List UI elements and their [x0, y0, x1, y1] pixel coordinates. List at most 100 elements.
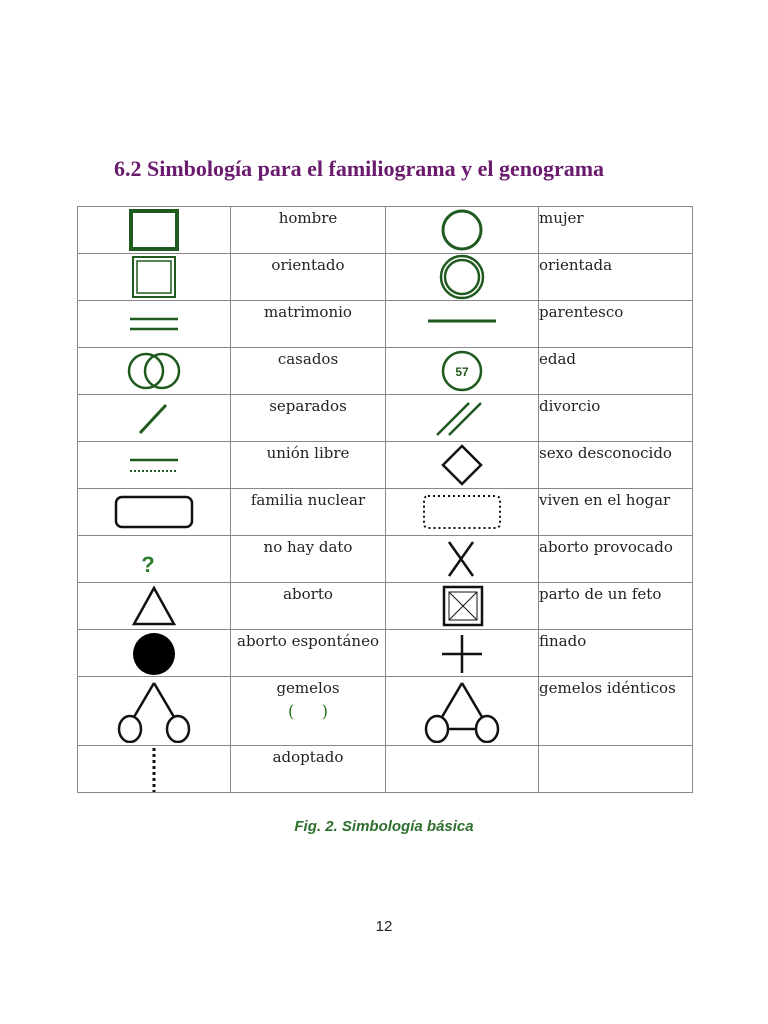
symbol-cell	[77, 745, 231, 793]
symbol-label: no hay dato	[230, 535, 386, 583]
symbol-cell	[77, 300, 231, 348]
figure-caption: Fig. 2. Simbología básica	[294, 818, 474, 835]
age-circle-icon: 57	[441, 350, 483, 392]
symbol-cell: ?	[77, 535, 231, 583]
label-text: matrimonio	[264, 303, 352, 321]
symbol-label	[538, 745, 693, 793]
label-text: finado	[539, 632, 587, 650]
solid-dotted-line-icon	[130, 458, 178, 472]
rounded-rectangle-icon	[114, 495, 194, 529]
table-row: adoptado	[77, 745, 693, 793]
diamond-icon	[441, 444, 483, 486]
single-line-icon	[428, 319, 496, 323]
symbol-label: separados	[230, 394, 386, 442]
symbol-label: matrimonio	[230, 300, 386, 348]
symbol-label: aborto espontáneo	[230, 629, 386, 677]
label-text: familia nuclear	[250, 491, 366, 509]
label-text: aborto	[283, 585, 333, 603]
symbol-cell	[77, 394, 231, 442]
table-row: aborto espontáneo finado	[77, 629, 693, 677]
double-square-icon	[132, 256, 176, 298]
symbol-cell	[385, 488, 539, 536]
label-text: gemelos idénticos	[539, 679, 676, 697]
symbol-cell	[385, 394, 539, 442]
table-row: familia nuclear viven en el hogar	[77, 488, 693, 536]
symbol-label: parto de un feto	[538, 582, 693, 630]
symbol-label: casados	[230, 347, 386, 395]
label-text: parto de un feto	[539, 585, 662, 603]
label-text: orientado	[271, 256, 345, 274]
label-text: hombre	[278, 209, 338, 227]
label-text: gemelos	[276, 679, 340, 697]
label-text: edad	[539, 350, 577, 368]
dotted-vertical-line-icon	[152, 748, 156, 792]
symbol-cell	[385, 206, 539, 254]
filled-circle-icon	[133, 633, 175, 675]
symbol-label: gemelos ( )	[230, 676, 386, 746]
label-text: no hay dato	[263, 538, 353, 556]
symbol-label: parentesco	[538, 300, 693, 348]
label-text: viven en el hogar	[539, 491, 671, 509]
symbol-label: aborto	[230, 582, 386, 630]
symbol-cell	[385, 582, 539, 630]
overlapping-circles-icon	[127, 352, 181, 390]
symbol-table: hombre mujer orientado orientada matrimo…	[77, 206, 693, 793]
symbol-cell	[77, 629, 231, 677]
table-row: casados 57 edad	[77, 347, 693, 395]
symbol-cell	[385, 300, 539, 348]
label-text: orientada	[539, 256, 613, 274]
symbol-label: finado	[538, 629, 693, 677]
label-text: divorcio	[539, 397, 601, 415]
table-row: separados divorcio	[77, 394, 693, 442]
label-text: aborto espontáneo	[237, 632, 379, 650]
symbol-cell	[77, 441, 231, 489]
symbol-label: orientada	[538, 253, 693, 301]
double-circle-icon	[439, 254, 485, 300]
dotted-rectangle-icon	[423, 495, 501, 529]
label-text: mujer	[539, 209, 584, 227]
symbol-label: adoptado	[230, 745, 386, 793]
table-row: unión libre sexo desconocido	[77, 441, 693, 489]
label-text: aborto provocado	[539, 538, 673, 556]
symbol-cell	[77, 582, 231, 630]
identical-twins-icon	[424, 682, 500, 743]
age-text: 57	[455, 365, 469, 379]
symbol-cell	[385, 441, 539, 489]
page-number: 12	[375, 918, 393, 935]
symbol-cell: 57	[385, 347, 539, 395]
circle-icon	[441, 209, 483, 251]
symbol-cell	[385, 745, 539, 793]
twins-icon	[117, 682, 191, 743]
symbol-label: familia nuclear	[230, 488, 386, 536]
single-slash-icon	[138, 403, 168, 435]
question-text: ?	[141, 552, 154, 577]
symbol-label: hombre	[230, 206, 386, 254]
symbol-cell	[77, 347, 231, 395]
label-text: parentesco	[539, 303, 624, 321]
table-row: hombre mujer	[77, 206, 693, 254]
cross-icon	[442, 635, 482, 673]
label-text: casados	[277, 350, 339, 368]
symbol-label: unión libre	[230, 441, 386, 489]
symbol-cell	[385, 253, 539, 301]
double-line-icon	[130, 317, 178, 331]
page-title: 6.2 Simbología para el familiograma y el…	[114, 156, 605, 181]
symbol-cell	[385, 535, 539, 583]
table-row: ? no hay dato aborto provocado	[77, 535, 693, 583]
question-mark-icon: ?	[141, 552, 154, 577]
symbol-cell	[77, 206, 231, 254]
symbol-cell	[385, 676, 539, 746]
symbol-cell	[77, 676, 231, 746]
table-row: matrimonio parentesco	[77, 300, 693, 348]
symbol-label: sexo desconocido	[538, 441, 693, 489]
triangle-icon	[131, 585, 177, 626]
crossed-square-icon	[442, 585, 484, 627]
label-text: adoptado	[272, 748, 344, 766]
table-row: gemelos ( ) gemelos idénticos	[77, 676, 693, 746]
brackets-text: ( )	[287, 702, 329, 722]
symbol-cell	[77, 253, 231, 301]
label-text: separados	[269, 397, 347, 415]
square-icon	[129, 209, 179, 251]
table-row: orientado orientada	[77, 253, 693, 301]
label-text: sexo desconocido	[539, 444, 672, 462]
